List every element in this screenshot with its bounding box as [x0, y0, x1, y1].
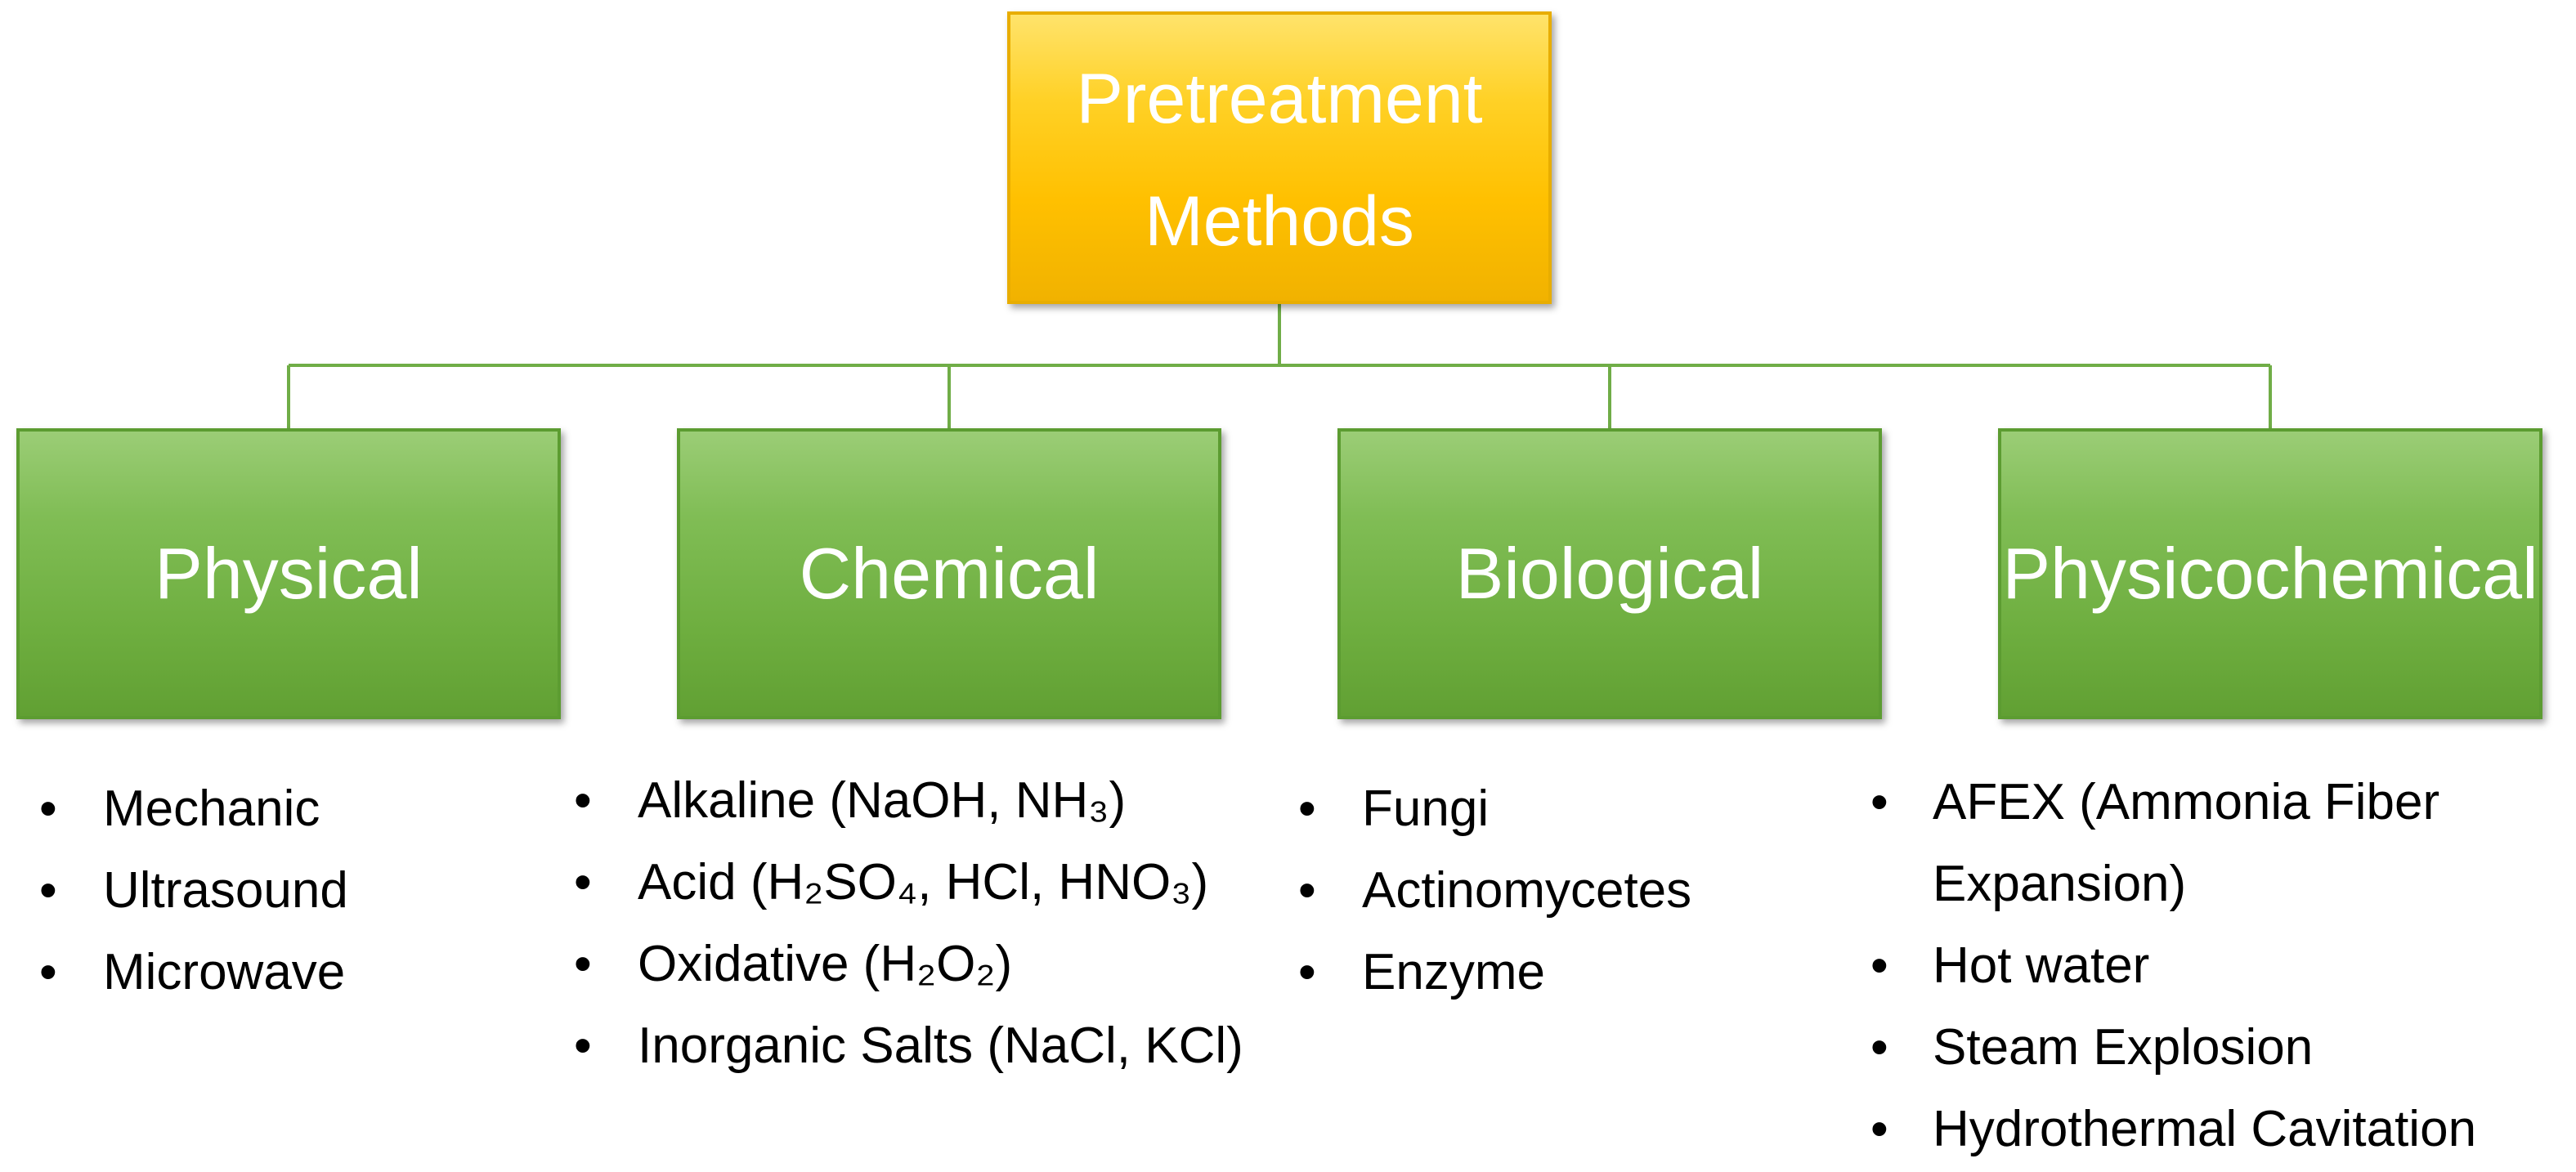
- list-item: AFEX (Ammonia Fiber Expansion): [1862, 762, 2565, 925]
- list-item: Acid (H₂SO₄, HCl, HNO₃): [566, 842, 1269, 924]
- category-label-physical: Physical: [155, 533, 423, 614]
- list-item: Hydrothermal Cavitation: [1862, 1089, 2565, 1170]
- physicochemical-methods-list: AFEX (Ammonia Fiber Expansion) Hot water…: [1862, 762, 2565, 1170]
- biological-methods-list: Fungi Actinomycetes Enzyme: [1290, 768, 1862, 1013]
- list-item: Actinomycetes: [1290, 850, 1862, 932]
- category-node-chemical: Chemical: [677, 428, 1221, 719]
- list-item: Oxidative (H₂O₂): [566, 924, 1269, 1005]
- list-item: Fungi: [1290, 768, 1862, 850]
- category-node-biological: Biological: [1337, 428, 1882, 719]
- category-label-physicochemical: Physicochemical: [2002, 533, 2538, 614]
- list-item: Mechanic: [31, 768, 505, 850]
- category-label-chemical: Chemical: [799, 533, 1100, 614]
- chemical-methods-list: Alkaline (NaOH, NH₃) Acid (H₂SO₄, HCl, H…: [566, 760, 1269, 1087]
- list-item: Ultrasound: [31, 850, 505, 932]
- root-title-line1: Pretreatment: [1076, 60, 1483, 138]
- list-item: Microwave: [31, 932, 505, 1013]
- list-item: Steam Explosion: [1862, 1007, 2565, 1089]
- category-node-physical: Physical: [16, 428, 561, 719]
- physical-methods-list: Mechanic Ultrasound Microwave: [31, 768, 505, 1013]
- list-item: Enzyme: [1290, 932, 1862, 1013]
- list-item: Inorganic Salts (NaCl, KCl): [566, 1005, 1269, 1087]
- root-title-line2: Methods: [1145, 182, 1414, 261]
- root-node-pretreatment-methods: Pretreatment Methods: [1007, 11, 1552, 304]
- list-item: Alkaline (NaOH, NH₃): [566, 760, 1269, 842]
- category-node-physicochemical: Physicochemical: [1998, 428, 2542, 719]
- category-label-biological: Biological: [1455, 533, 1764, 614]
- list-item: Hot water: [1862, 925, 2565, 1007]
